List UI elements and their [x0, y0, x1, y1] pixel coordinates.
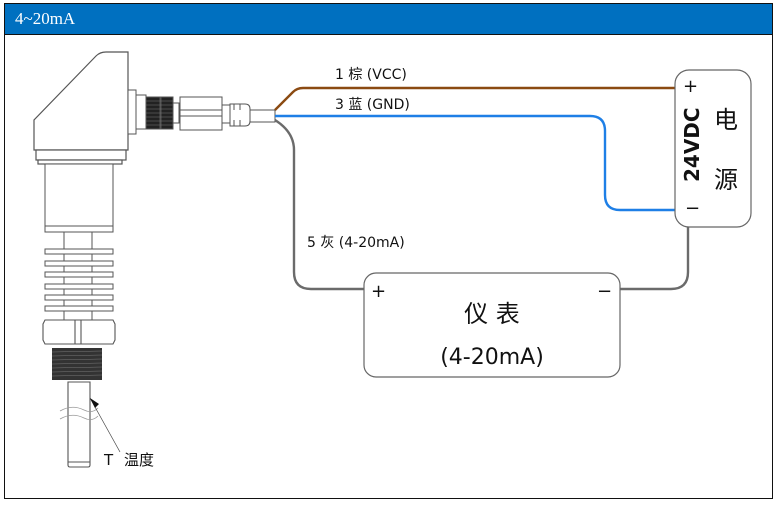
wire-vcc: [274, 86, 677, 111]
meter-plus-sign: +: [371, 281, 386, 302]
temperature-callout: T 温度: [89, 397, 154, 469]
probe: [59, 381, 99, 468]
sensor-head: [33, 51, 129, 165]
cooling-fin: [44, 305, 114, 312]
power-supply-box: + − 24VDC 电 源: [674, 69, 752, 228]
cooling-fin: [44, 248, 114, 255]
power-minus-sign: −: [685, 198, 700, 219]
meter-frame: [363, 272, 621, 378]
connector-collar: [127, 89, 137, 135]
power-supply-frame: [674, 69, 752, 228]
cable-sheath: [249, 109, 276, 123]
meter-range: (4-20mA): [440, 345, 544, 370]
arrow-head-icon: [90, 398, 99, 408]
sensor-stem: [44, 163, 114, 320]
probe-label-t: T: [103, 451, 114, 469]
sensor-housing: [33, 51, 129, 151]
m12-connector: [127, 89, 276, 135]
diagram-panel: 4~20mA: [4, 3, 773, 499]
wire-label-signal: 5 灰 (4-20mA): [307, 235, 405, 251]
connector-step: [221, 104, 231, 124]
power-name-char-1: 电: [714, 106, 738, 134]
cooling-fin: [44, 260, 114, 267]
power-plus-sign: +: [683, 76, 698, 97]
probe-label-temperature: 温度: [124, 451, 154, 469]
connector-ring: [135, 94, 147, 130]
cooling-fin: [44, 294, 114, 301]
power-voltage-label: 24VDC: [680, 107, 704, 182]
connector-body: [179, 96, 223, 131]
stem-upper: [44, 163, 114, 227]
wire-gnd: [275, 114, 677, 212]
knurl-lines: [146, 100, 173, 126]
wire-label-gnd: 3 蓝 (GND): [335, 97, 410, 113]
wire-signal-out: [274, 118, 364, 291]
title-bar: 4~20mA: [5, 4, 772, 35]
panel-title: 4~20mA: [15, 9, 76, 28]
meter-minus-sign: −: [597, 281, 612, 302]
meter-name: 仪 表: [464, 300, 520, 328]
housing-base: [35, 149, 127, 161]
wire-label-vcc: 1 棕 (VCC): [335, 67, 407, 83]
hex-nut: [42, 319, 116, 345]
cooling-fin: [44, 271, 114, 278]
housing-flange: [37, 159, 123, 165]
meter-box: + − 仪 表 (4-20mA): [363, 272, 621, 378]
stem-collar: [44, 225, 114, 233]
thread: [51, 348, 103, 380]
wire-signal-return: [620, 226, 690, 291]
cooling-fin: [44, 283, 114, 290]
connector-neck: [172, 102, 180, 124]
probe-tube: [67, 381, 91, 468]
power-name-char-2: 源: [714, 166, 738, 194]
hex-nut-body: [42, 319, 116, 345]
